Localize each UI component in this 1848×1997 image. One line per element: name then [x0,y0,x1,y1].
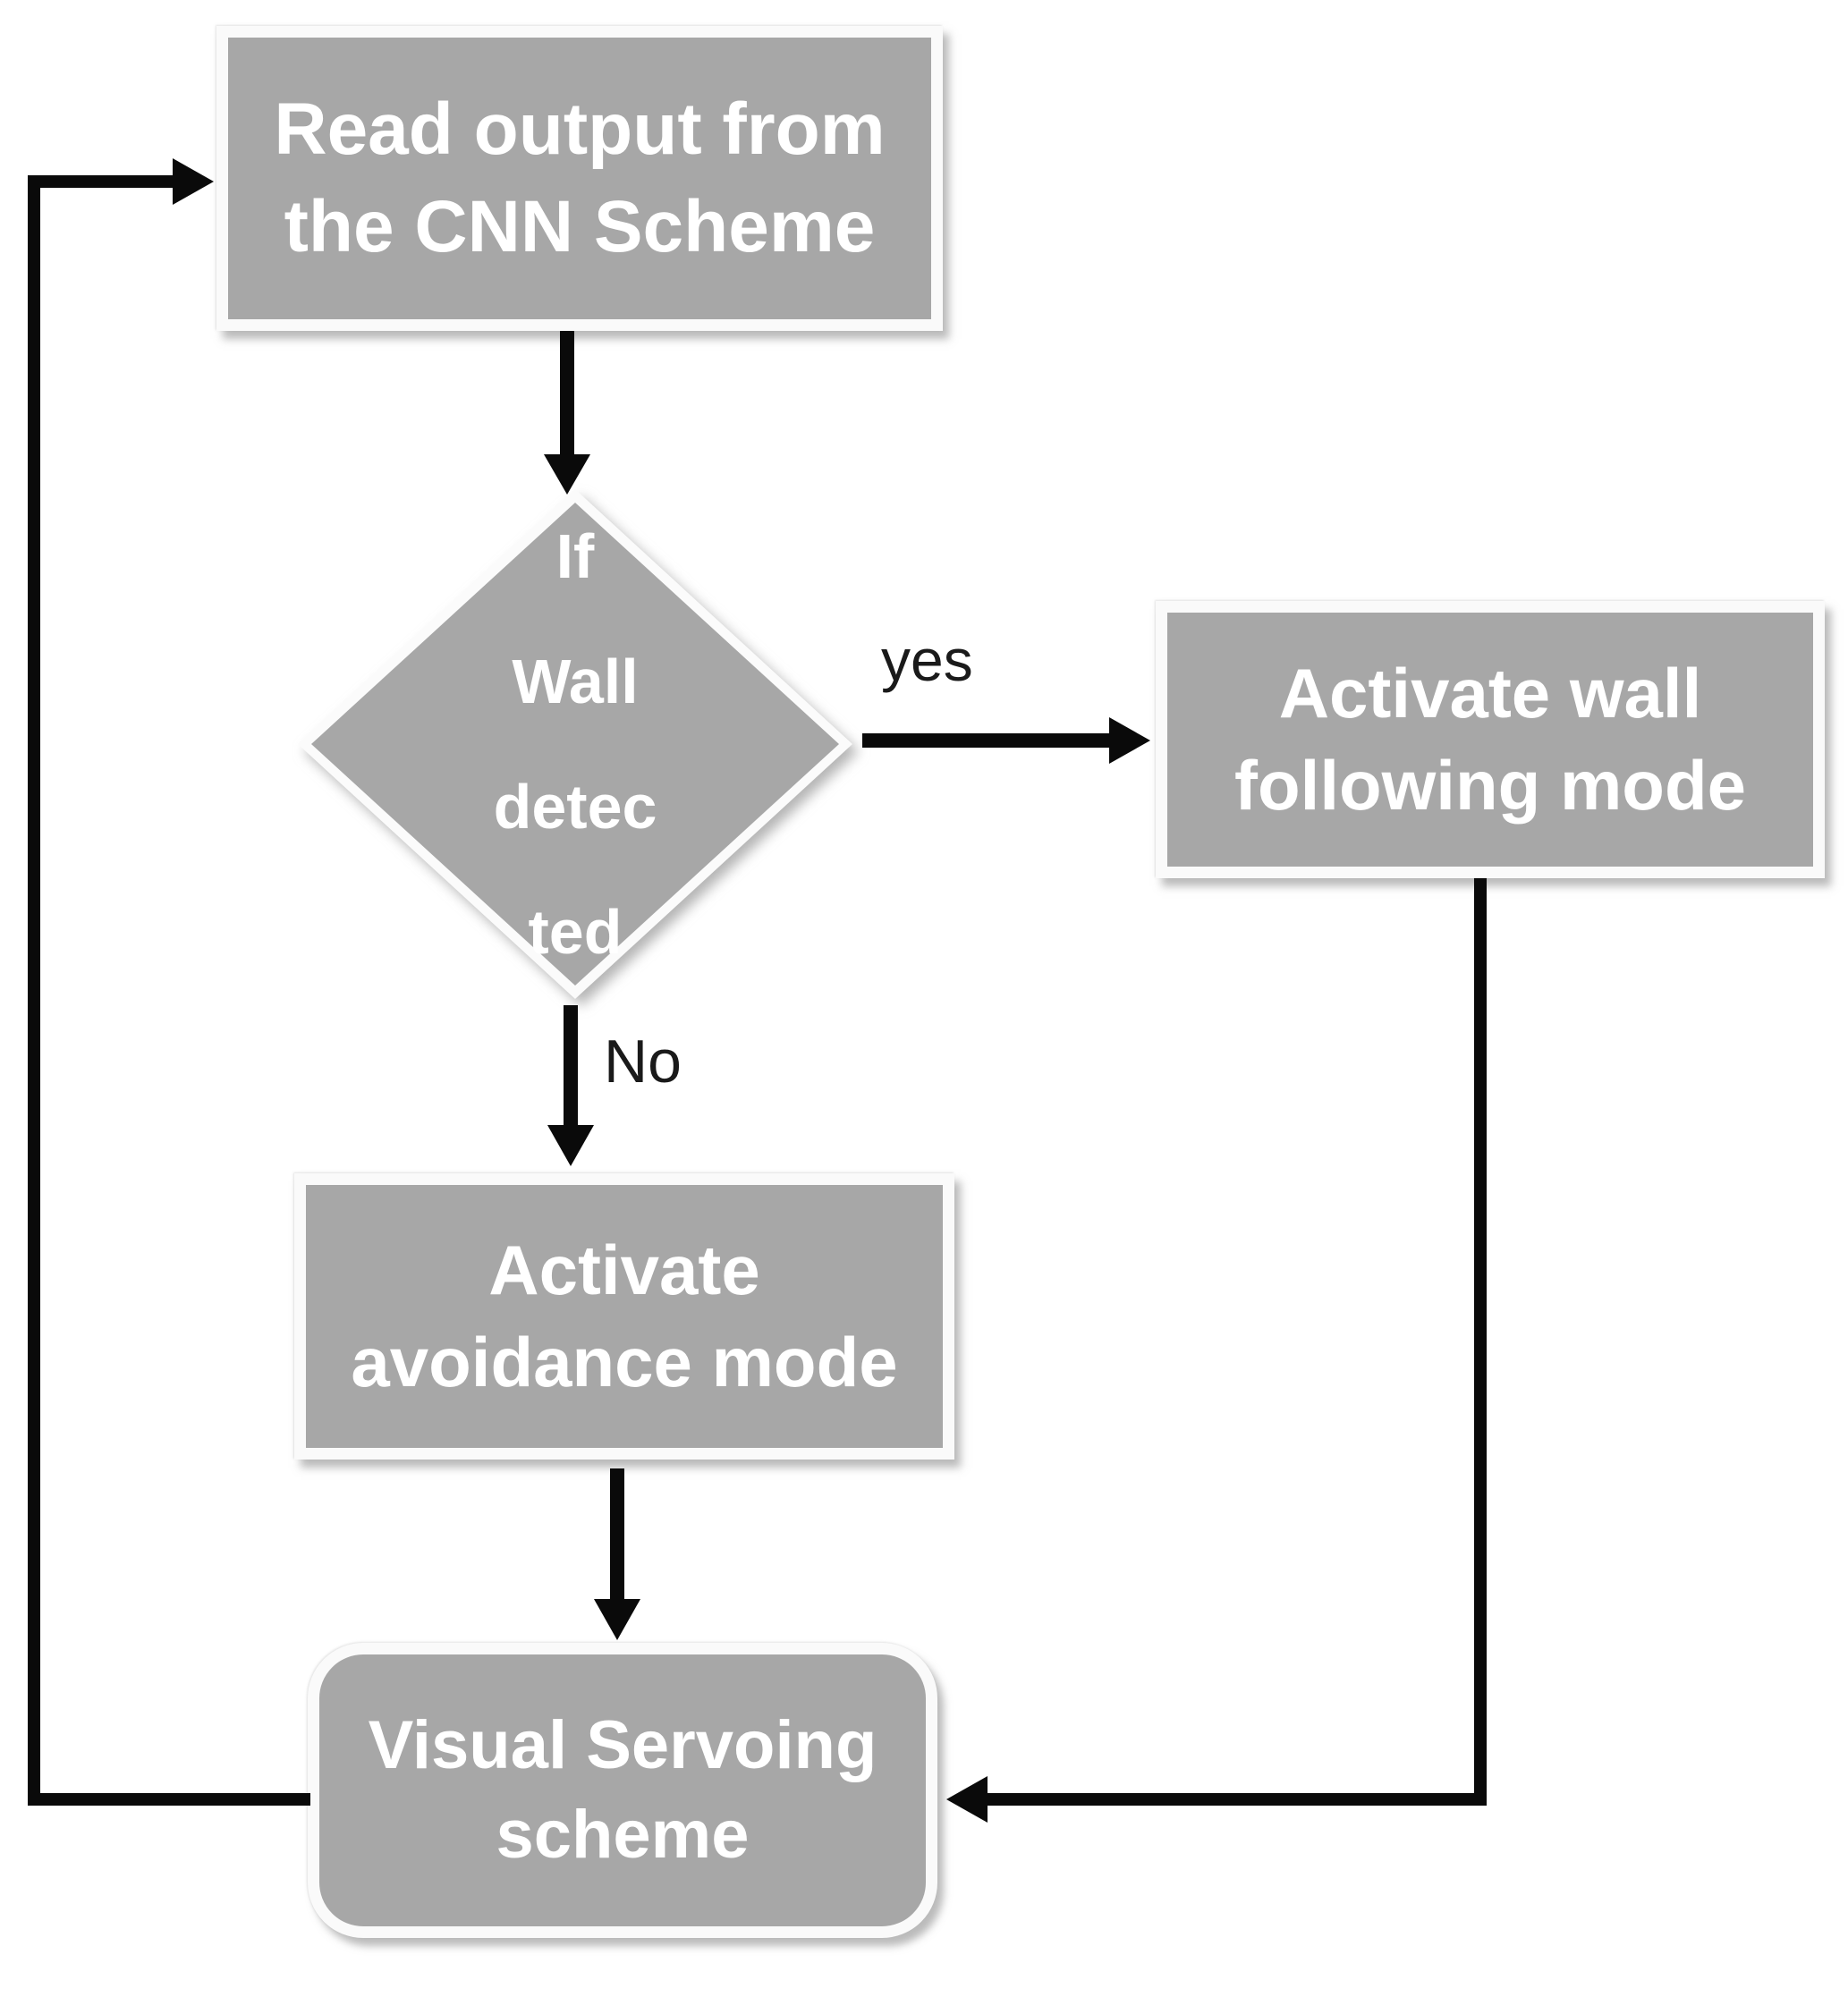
node-visual-servoing-label: Visual Servoing scheme [368,1706,877,1873]
node-wall-detected: If Wall detec ted [298,489,852,999]
node-wall-detected-label: If Wall detec ted [493,521,657,967]
node-read-output-label: Read output from the CNN Scheme [274,89,886,267]
edge-read-to-decision-arrowhead-icon [544,454,590,495]
edge-decision-to-wallfollowing-line [862,733,1109,748]
node-read-output: Read output from the CNN Scheme [216,26,943,331]
edge-read-to-decision-line [560,331,574,456]
edge-decision-to-avoidance-arrowhead-icon [547,1125,594,1166]
edge-label-yes: yes [881,627,973,693]
edge-wallfollowing-to-servoing-horizontal-line [988,1793,1487,1806]
node-wall-following: Activate wall following mode [1156,601,1825,878]
edge-servoing-to-read-arrowhead-icon [173,158,214,205]
node-avoidance-label: Activate avoidance mode [351,1231,898,1401]
node-visual-servoing: Visual Servoing scheme [308,1643,937,1938]
edge-servoing-to-read-vertical-line [28,175,40,1806]
edge-avoidance-to-servoing-arrowhead-icon [594,1599,640,1640]
edge-servoing-to-read-top-line [28,175,173,188]
edge-wallfollowing-to-servoing-vertical-line [1474,878,1487,1806]
node-wall-following-label: Activate wall following mode [1234,654,1746,825]
edge-wallfollowing-to-servoing-arrowhead-icon [946,1776,988,1823]
edge-decision-to-avoidance-line [564,1005,578,1127]
edge-servoing-to-read-bottom-line [28,1793,310,1806]
edge-avoidance-to-servoing-line [610,1468,624,1601]
node-avoidance: Activate avoidance mode [294,1173,954,1460]
edge-label-no: No [604,1028,682,1096]
edge-decision-to-wallfollowing-arrowhead-icon [1109,717,1150,764]
